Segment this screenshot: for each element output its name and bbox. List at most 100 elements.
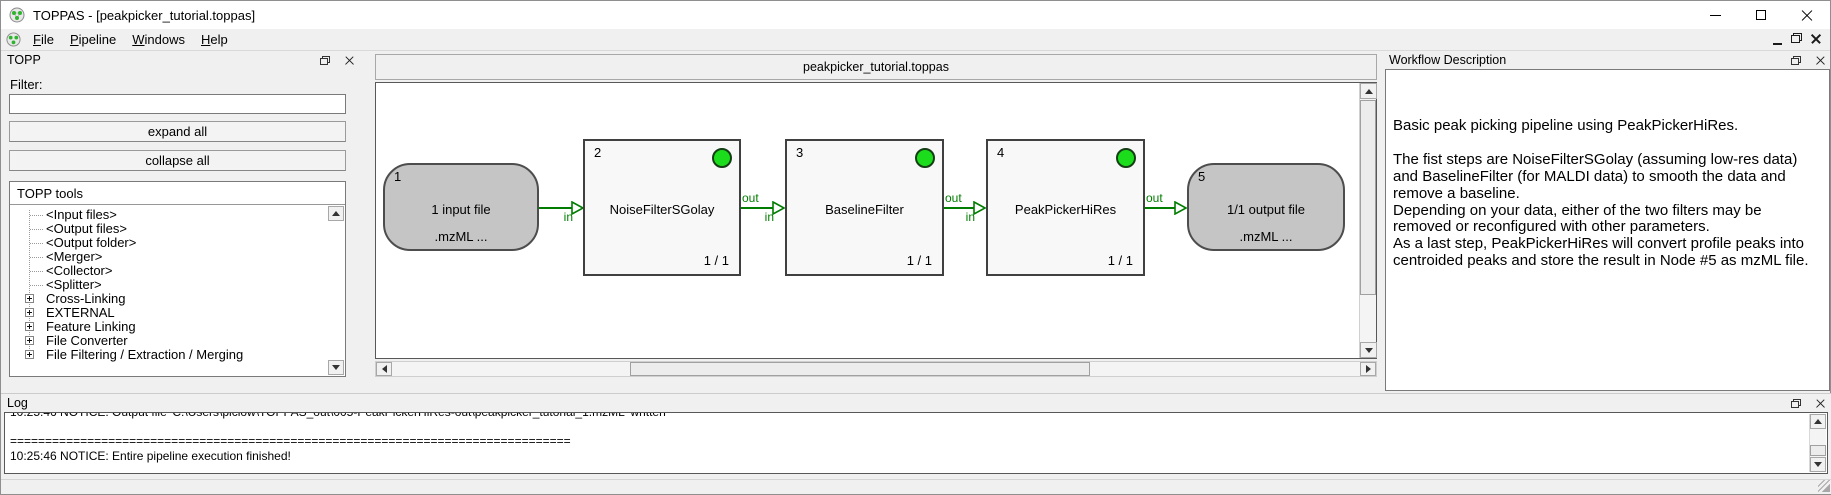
filter-label: Filter: <box>10 77 43 92</box>
canvas-vscrollbar[interactable] <box>1359 83 1377 358</box>
log-line: 10:25:46 NOTICE: Output file 'C:\Users\p… <box>10 412 666 419</box>
scroll-up-button[interactable] <box>1810 414 1826 429</box>
resize-grip[interactable] <box>1818 480 1830 492</box>
tree-expand-icon[interactable] <box>25 350 34 359</box>
status-icon <box>712 148 732 168</box>
float-icon <box>1791 55 1801 65</box>
tree-item-merger[interactable]: <Merger> <box>10 250 345 264</box>
scroll-right-button[interactable] <box>1360 362 1376 376</box>
topp-close-button[interactable] <box>341 53 357 67</box>
log-vscrollbar[interactable] <box>1809 414 1826 472</box>
scroll-up-button[interactable] <box>328 206 344 221</box>
edge-line <box>539 207 573 209</box>
app-icon <box>9 7 25 23</box>
mdi-close-button[interactable] <box>1806 31 1825 48</box>
scroll-up-icon <box>332 211 340 216</box>
node-subtitle: .mzML ... <box>1239 229 1293 244</box>
scroll-down-icon <box>332 365 340 370</box>
scroll-up-button[interactable] <box>1360 83 1377 99</box>
filter-input[interactable] <box>9 94 346 114</box>
edge-4-5[interactable]: out <box>1145 191 1187 215</box>
menu-help[interactable]: Help <box>200 32 228 47</box>
menu-windows[interactable]: Windows <box>132 32 185 47</box>
workflow-canvas[interactable]: 1 1 input file .mzML ... in 2 NoiseFilte… <box>375 82 1377 359</box>
edge-1-2[interactable]: in <box>539 201 584 224</box>
topp-tools-header: TOPP tools <box>10 182 345 205</box>
canvas-hscrollbar[interactable] <box>375 361 1377 377</box>
scroll-left-icon <box>381 365 387 373</box>
topp-float-button[interactable] <box>317 53 333 67</box>
node-progress: 1 / 1 <box>906 253 932 268</box>
tree-item-output-files[interactable]: <Output files> <box>10 222 345 236</box>
tree-expand-icon[interactable] <box>25 322 34 331</box>
tree-item-splitter[interactable]: <Splitter> <box>10 278 345 292</box>
tree-branch-line <box>30 215 43 216</box>
menu-pipeline[interactable]: Pipeline <box>69 32 117 47</box>
log-float-button[interactable] <box>1788 396 1804 410</box>
close-icon <box>1811 33 1821 43</box>
close-icon <box>1816 56 1825 65</box>
tree-item-file-filtering[interactable]: File Filtering / Extraction / Merging <box>10 348 345 362</box>
edge-out-label: out <box>945 191 962 205</box>
close-icon <box>1801 9 1813 21</box>
vscrollbar-thumb[interactable] <box>1810 445 1826 456</box>
edge-2-3[interactable]: out in <box>741 191 785 224</box>
tree-item-input-files[interactable]: <Input files> <box>10 208 345 222</box>
minimize-icon <box>1709 14 1721 16</box>
description-close-button[interactable] <box>1812 53 1828 67</box>
arrowhead-icon <box>973 201 986 215</box>
node-input-file[interactable]: 1 1 input file .mzML ... <box>383 163 539 251</box>
scroll-down-button[interactable] <box>1810 457 1826 472</box>
scroll-up-icon <box>1814 419 1822 424</box>
arrowhead-icon <box>571 201 584 215</box>
scroll-down-button[interactable] <box>1360 342 1377 358</box>
tree-item-collector[interactable]: <Collector> <box>10 264 345 278</box>
float-icon <box>320 55 330 65</box>
document-icon <box>6 32 21 47</box>
vscrollbar-thumb[interactable] <box>1360 100 1376 295</box>
menubar: File Pipeline Windows Help <box>1 29 1830 51</box>
hscrollbar-thumb[interactable] <box>630 362 1090 376</box>
workflow-description-editor[interactable]: Basic peak picking pipeline using PeakPi… <box>1385 69 1830 391</box>
tree-expand-icon[interactable] <box>25 294 34 303</box>
tree-expand-icon[interactable] <box>25 336 34 345</box>
description-float-button[interactable] <box>1788 53 1804 67</box>
node-progress: 1 / 1 <box>1107 253 1133 268</box>
mdi-window-controls <box>1768 31 1830 48</box>
edge-3-4[interactable]: out in <box>944 191 986 224</box>
scroll-down-button[interactable] <box>328 360 344 375</box>
node-number: 5 <box>1198 169 1206 184</box>
maximize-button[interactable] <box>1738 1 1784 29</box>
workflow-tab-title[interactable]: peakpicker_tutorial.toppas <box>375 54 1377 80</box>
node-baselinefilter[interactable]: 3 BaselineFilter 1 / 1 <box>785 139 944 276</box>
mdi-minimize-button[interactable] <box>1768 31 1787 48</box>
tree-item-cross-linking[interactable]: Cross-Linking <box>10 292 345 306</box>
log-line <box>10 420 1827 434</box>
log-separator-line: ========================================… <box>10 434 571 448</box>
topp-panel-title: TOPP <box>7 53 41 67</box>
tree-expand-icon[interactable] <box>25 308 34 317</box>
workflow-subwindow: peakpicker_tutorial.toppas 1 1 input fil… <box>375 54 1377 377</box>
node-noisefiltersgolay[interactable]: 2 NoiseFilterSGolay 1 / 1 <box>583 139 741 276</box>
topp-tools-tree: <Input files> <Output files> <Output fol… <box>10 205 345 375</box>
tree-item-external[interactable]: EXTERNAL <box>10 306 345 320</box>
scroll-down-icon <box>1364 347 1373 353</box>
close-icon <box>345 56 354 65</box>
node-peakpickerhires[interactable]: 4 PeakPickerHiRes 1 / 1 <box>986 139 1145 276</box>
mdi-restore-button[interactable] <box>1787 31 1806 48</box>
log-close-button[interactable] <box>1812 396 1828 410</box>
menu-file[interactable]: File <box>33 32 54 47</box>
expand-all-button[interactable]: expand all <box>9 121 346 142</box>
node-output-file[interactable]: 5 1/1 output file .mzML ... <box>1187 163 1345 251</box>
log-output[interactable]: 10:25:46 NOTICE: Output file 'C:\Users\p… <box>4 412 1828 474</box>
tree-item-file-converter[interactable]: File Converter <box>10 334 345 348</box>
edge-line <box>944 207 975 209</box>
tree-item-feature-linking[interactable]: Feature Linking <box>10 320 345 334</box>
log-panel-title: Log <box>7 396 28 410</box>
scroll-left-button[interactable] <box>376 362 392 376</box>
collapse-all-button[interactable]: collapse all <box>9 150 346 171</box>
minimize-button[interactable] <box>1692 1 1738 29</box>
tree-item-output-folder[interactable]: <Output folder> <box>10 236 345 250</box>
edge-out-label: out <box>742 191 759 205</box>
close-button[interactable] <box>1784 1 1830 29</box>
